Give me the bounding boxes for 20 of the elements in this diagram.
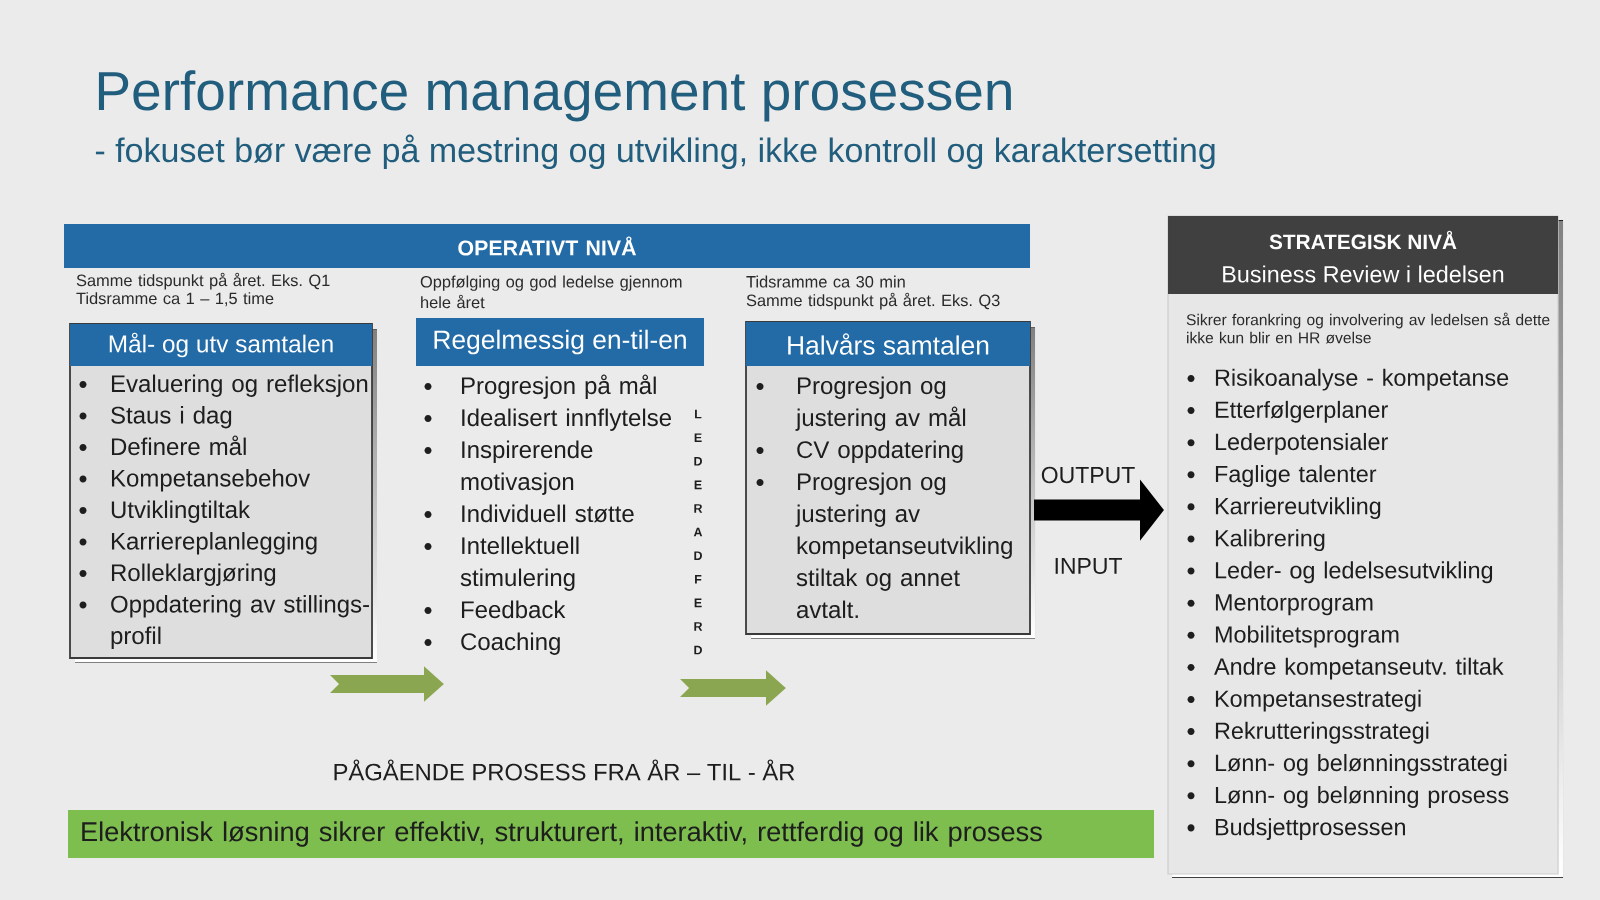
note-text: Tidsramme ca 1 – 1,5 time: [76, 292, 274, 307]
list-item: Coaching: [461, 632, 560, 655]
flow-label: INPUT: [1055, 558, 1122, 575]
list-item: Intellektuell stimulering: [460, 536, 579, 591]
info-band: Elektronisk løsning sikrer effektiv, strukturert, interaktiv, rettferdig og lik prosess: [68, 810, 1154, 858]
list-item: Progresjon på mål: [462, 374, 656, 399]
flow-label: OUTPUT: [1041, 466, 1135, 484]
list-item: Inspirerende motivasjon: [461, 440, 593, 495]
list-item: Individuell støtte: [462, 504, 634, 523]
list-item: Idealisert innflytelse: [462, 408, 671, 431]
title: Performance management prosessen: [98, 70, 1011, 122]
process-label: PÅGÅENDE PROSESS FRA ÅR – TIL - ÅR: [334, 759, 795, 781]
box-header: Regelmessig en-til-en: [416, 318, 704, 366]
note-text: Tidsramme ca 30 min: [746, 275, 905, 288]
note-text: Oppfølging og god ledelse gjennom hele året: [420, 275, 682, 309]
list-item: Feedback: [462, 600, 566, 619]
subtitle: - fokuset bør være på mestring og utvikling, ikke kontroll og karaktersetting: [95, 134, 1215, 170]
note-text: Samme tidspunkt på året. Eks. Q3: [746, 292, 1000, 310]
note-text: Samme tidspunkt på året. Eks. Q1: [76, 272, 330, 290]
level-band: OPERATIVT NIVÅ: [64, 224, 1030, 268]
